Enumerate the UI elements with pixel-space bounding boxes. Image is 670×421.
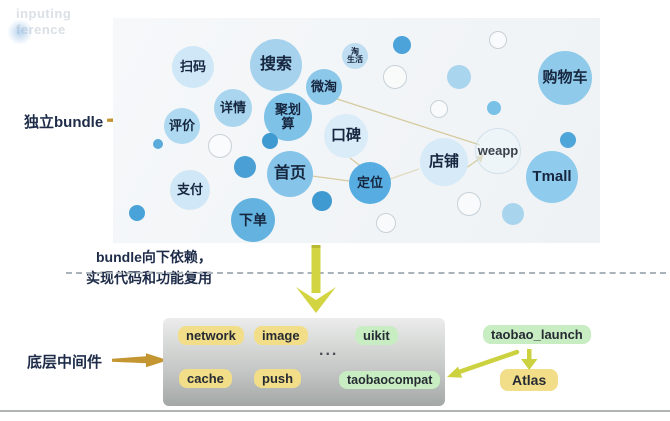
dot-decoration [487,101,501,115]
bundle-bubble: 搜索 [250,39,302,91]
pill-network: network [178,326,244,345]
bundle-bubble: 口碑 [324,114,368,158]
dependency-note-line1: bundle向下依赖， [96,249,212,265]
bundle-bubble: 支付 [170,170,210,210]
dot-decoration [447,65,471,89]
bundle-bubble: 下单 [231,198,275,242]
bundle-bubble: 扫码 [172,46,214,88]
bottom-divider [0,410,670,412]
bundle-bubble: 淘 生活 [342,43,368,69]
watermark: inputing ference [8,6,72,46]
bundle-bubble: 首页 [267,151,313,197]
dot-decoration [393,36,411,54]
ellipsis-more: ... [319,342,339,359]
dot-decoration [502,203,524,225]
hollow-circle-decoration [457,192,481,216]
bundle-bubble: 店铺 [420,138,468,186]
pill-taobao-launch: taobao_launch [483,325,591,344]
watermark-blob-decoration [8,18,32,46]
dot-decoration [262,133,278,149]
label-middleware: 底层中间件 [27,354,103,371]
dot-decoration [153,139,163,149]
pill-cache: cache [179,369,232,388]
pill-atlas: Atlas [500,369,559,391]
watermark-line1: inputing [16,6,72,21]
bundle-bubble: 详情 [214,89,252,127]
label-independent-bundle: 独立bundle [24,114,104,131]
pill-image: image [254,326,308,345]
bundle-bubble: weapp [475,128,521,174]
bundle-bubble: Tmall [526,151,578,203]
dependency-note-line2: 实现代码和功能复用 [86,270,212,286]
bundle-bubble: 定位 [349,162,391,204]
bundle-bubble: 微淘 [306,69,342,105]
dot-decoration [312,191,332,211]
diagonal-arrow-launch-to-box-icon [447,349,520,378]
dot-decoration [234,156,256,178]
hollow-circle-decoration [430,100,448,118]
bundle-bubble: 评价 [164,108,200,144]
hollow-circle-decoration [208,134,232,158]
hollow-circle-decoration [376,213,396,233]
gold-right-arrow-icon [112,353,168,368]
pill-taobaocompat: taobaocompat [339,371,441,389]
pill-uikit: uikit [355,326,398,345]
middleware-box: network image uikit ... cache push taoba… [163,318,445,406]
hollow-circle-decoration [383,65,407,89]
bundle-bubble: 购物车 [538,51,592,105]
dot-decoration [560,132,576,148]
hollow-circle-decoration [489,31,507,49]
dashed-divider [66,272,666,274]
big-down-arrow-icon [296,245,336,313]
dot-decoration [129,205,145,221]
pill-push: push [254,369,302,388]
down-arrow-launch-to-atlas-icon [521,349,538,370]
dependency-note: bundle向下依赖， 实现代码和功能复用 [86,247,212,289]
